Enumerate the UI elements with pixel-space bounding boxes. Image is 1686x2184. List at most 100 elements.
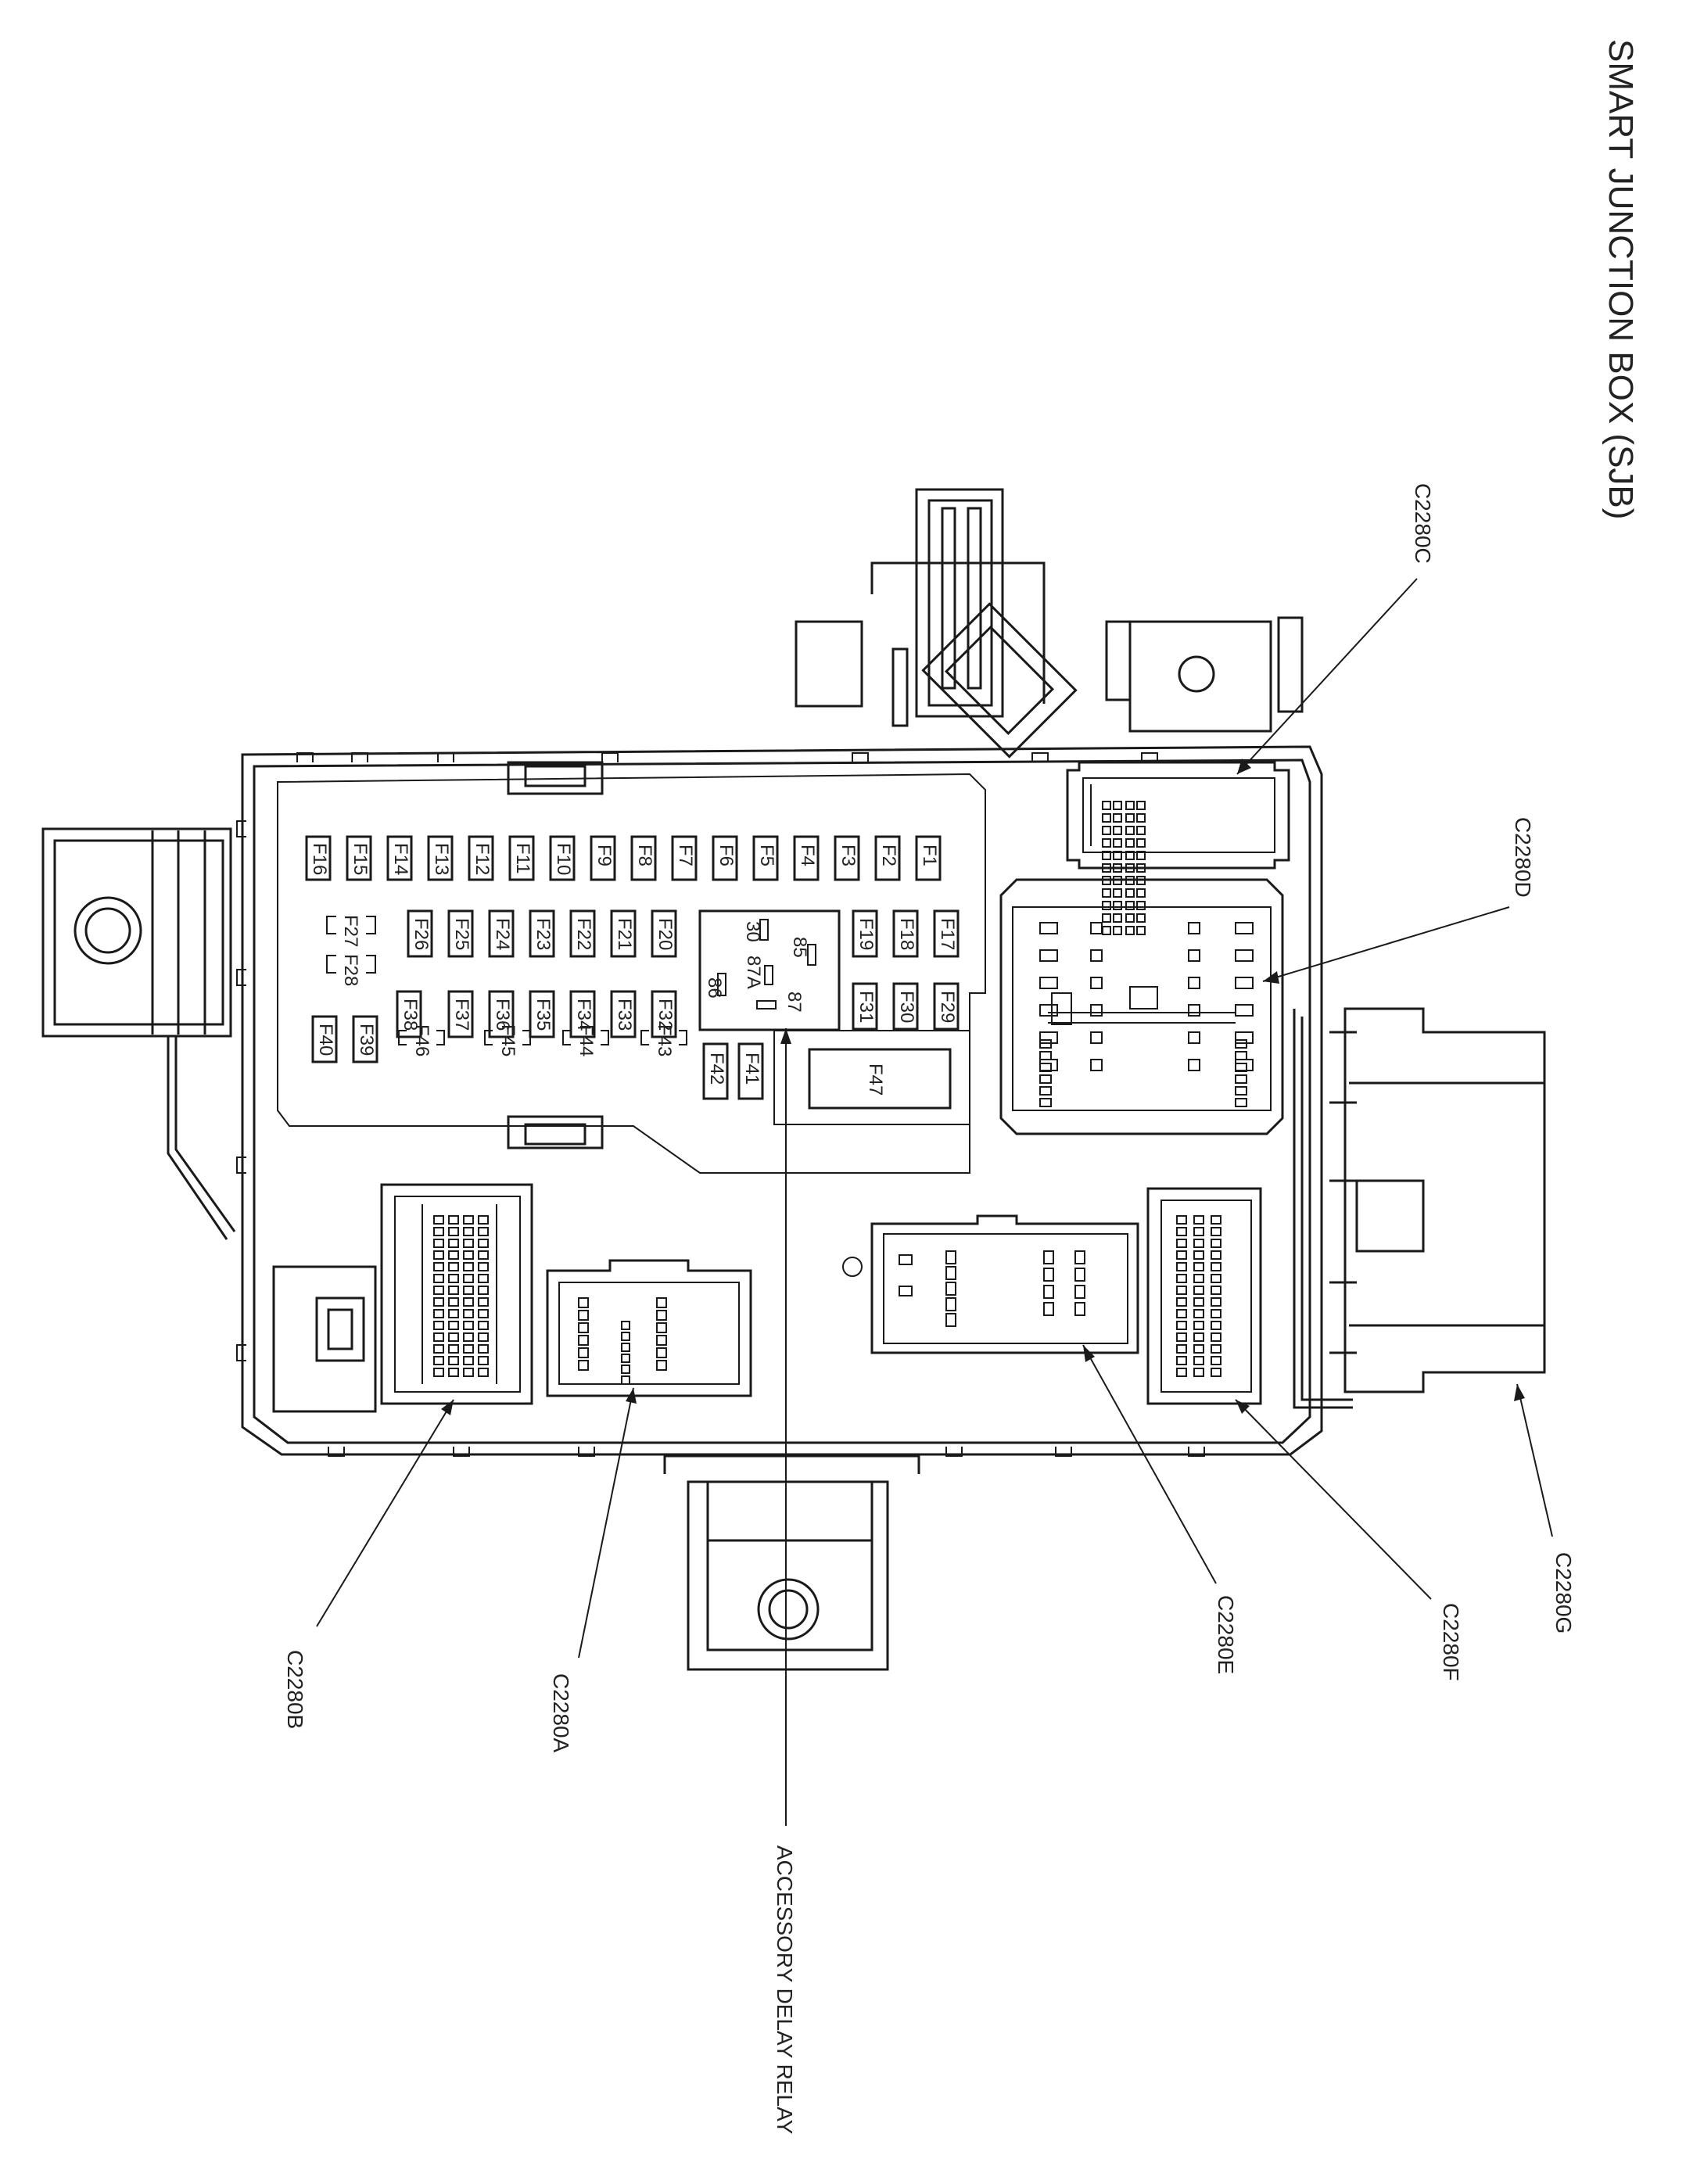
connector-pin <box>1211 1309 1221 1318</box>
connector-pin <box>433 1286 444 1295</box>
connector-pin <box>1176 1309 1187 1318</box>
connector-pin <box>448 1309 459 1318</box>
connector-pin <box>1102 926 1111 935</box>
connector-pin <box>478 1274 489 1283</box>
connector-pin <box>1113 826 1122 835</box>
connector-pin <box>1188 1004 1200 1017</box>
connector-pin <box>621 1375 630 1385</box>
connector-pin <box>1043 1285 1054 1299</box>
connector-pin <box>433 1344 444 1354</box>
connector-pin <box>448 1356 459 1365</box>
connector-pin <box>1039 1086 1052 1096</box>
fuse-row-1: F1 F2 F3 F4 F5 F6 F7 F8 F9 F10 F11 F12 F… <box>305 835 942 881</box>
connector-pin <box>463 1286 474 1295</box>
fuse-label: F23 <box>533 918 554 950</box>
callout-c2280c: C2280C <box>1411 483 1435 564</box>
connector-pin <box>1235 1031 1254 1044</box>
fuse-label: F12 <box>472 843 493 875</box>
connector-pin <box>1176 1215 1187 1225</box>
connector-pin <box>1039 1004 1058 1017</box>
relay-pin-87a: 87A <box>743 956 764 989</box>
connector-pin <box>448 1368 459 1377</box>
connector-pin <box>463 1297 474 1307</box>
connector-pin <box>1136 913 1146 923</box>
fuse-label: F27 <box>340 915 361 947</box>
connector-pin <box>1102 863 1111 873</box>
fuse-row-2: F17 F18 F19 F20 F21 F22 F23 F24 F25 F26 <box>407 909 960 958</box>
connector-c2280e <box>842 1214 1139 1354</box>
connector-pin <box>656 1347 667 1358</box>
connector-pin <box>433 1309 444 1318</box>
leader-lines <box>316 578 1553 1826</box>
connector-pin <box>1235 949 1254 962</box>
connector-pin <box>1074 1268 1085 1282</box>
connector-pin <box>1235 1039 1247 1049</box>
connector-pin <box>1211 1215 1221 1225</box>
connector-pin <box>1102 913 1111 923</box>
connector-pin <box>1125 888 1135 898</box>
connector-pin <box>1102 901 1111 910</box>
connector-pin <box>1136 813 1146 823</box>
connector-pin <box>448 1215 459 1225</box>
fuse-label: F33 <box>614 999 635 1031</box>
connector-pin <box>578 1322 589 1333</box>
connector-pin <box>448 1286 459 1295</box>
connector-pin <box>433 1239 444 1248</box>
connector-pin <box>478 1356 489 1365</box>
fuse-label: F22 <box>573 918 594 950</box>
fuse-label: F5 <box>756 845 777 866</box>
fuse-label: F26 <box>411 918 432 950</box>
connector-pin <box>1176 1262 1187 1271</box>
connector-pin <box>578 1297 589 1308</box>
fuse-f27-f28: F27 F28 <box>326 915 376 986</box>
connector-pin <box>578 1347 589 1358</box>
connector-pin <box>478 1332 489 1342</box>
connector-pin <box>1136 863 1146 873</box>
fuse-label: F34 <box>573 999 594 1031</box>
fuse-label: F36 <box>492 999 513 1031</box>
connector-pin <box>1235 1051 1247 1060</box>
connector-pin <box>1090 949 1103 962</box>
fuse-label: F31 <box>856 991 877 1023</box>
connector-pin <box>1136 801 1146 810</box>
connector-pin <box>463 1309 474 1318</box>
fuse-label: F44 <box>576 1024 597 1056</box>
connector-pin <box>1039 1074 1052 1084</box>
connector-pin <box>899 1286 913 1296</box>
connector-pin <box>1102 888 1111 898</box>
fuse-label: F15 <box>350 843 371 875</box>
callout-c2280g: C2280G <box>1551 1552 1576 1634</box>
connector-pin <box>1039 922 1058 934</box>
connector-pin <box>1125 826 1135 835</box>
fuse-label: F25 <box>451 918 472 950</box>
fuse-label: F19 <box>856 918 877 950</box>
connector-pin <box>1043 1302 1054 1316</box>
connector-pin <box>656 1310 667 1321</box>
fuse-label: F14 <box>390 843 411 875</box>
connector-pin <box>433 1250 444 1260</box>
connector-pin <box>1039 1063 1052 1072</box>
connector-pin <box>1193 1356 1204 1365</box>
connector-pin <box>1125 838 1135 848</box>
fuse-label: F47 <box>865 1063 886 1096</box>
connector-pin <box>1113 926 1122 935</box>
connector-pin <box>463 1356 474 1365</box>
connector-pin <box>1090 1031 1103 1044</box>
connector-pin <box>1193 1262 1204 1271</box>
connector-pin <box>1102 826 1111 835</box>
connector-pin <box>463 1321 474 1330</box>
connector-pin <box>1211 1239 1221 1248</box>
connector-pin <box>463 1368 474 1377</box>
fuse-label: F30 <box>896 991 917 1023</box>
connector-pin <box>1113 801 1122 810</box>
connector-pin <box>478 1321 489 1330</box>
connector-pin <box>1039 1039 1052 1049</box>
connector-pin <box>1211 1297 1221 1307</box>
connector-pin <box>433 1297 444 1307</box>
callout-c2280a: C2280A <box>549 1673 573 1753</box>
connector-pin <box>478 1227 489 1236</box>
connector-pin <box>899 1254 913 1265</box>
connector-pin <box>1136 901 1146 910</box>
accessory-delay-relay: 30 85 87A 86 87 <box>698 909 841 1031</box>
connector-pin <box>1176 1274 1187 1283</box>
